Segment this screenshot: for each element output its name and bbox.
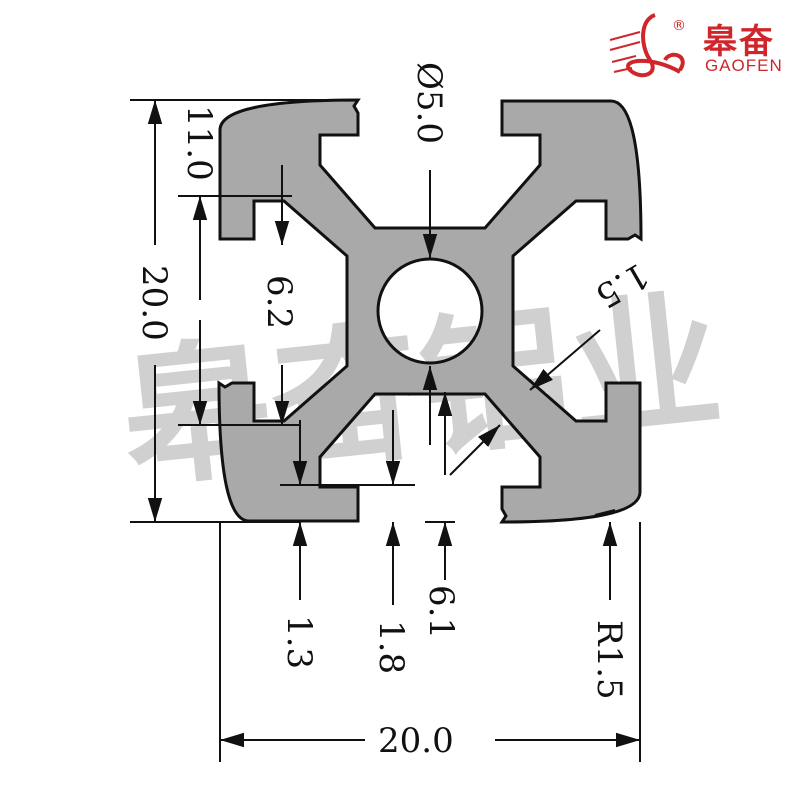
dim-web: 1.5 — [589, 254, 656, 316]
dim-11: 11.0 — [179, 105, 219, 181]
registered-mark: ® — [672, 18, 686, 34]
dim-1-8: 1.8 — [371, 620, 411, 674]
logo-mark-icon — [609, 13, 685, 78]
dim-radius: R1.5 — [589, 620, 629, 700]
dim-bore: Ø5.0 — [409, 62, 449, 144]
logo-en: GAOFEN — [705, 56, 783, 75]
dim-slot: 6.2 — [259, 275, 299, 329]
logo-cn: 皋奋 — [703, 22, 775, 62]
dim-width: 20.0 — [378, 721, 454, 761]
dim-height: 20.0 — [134, 265, 174, 341]
dim-1-3: 1.3 — [279, 615, 319, 669]
dim-6-1: 6.1 — [421, 585, 461, 639]
